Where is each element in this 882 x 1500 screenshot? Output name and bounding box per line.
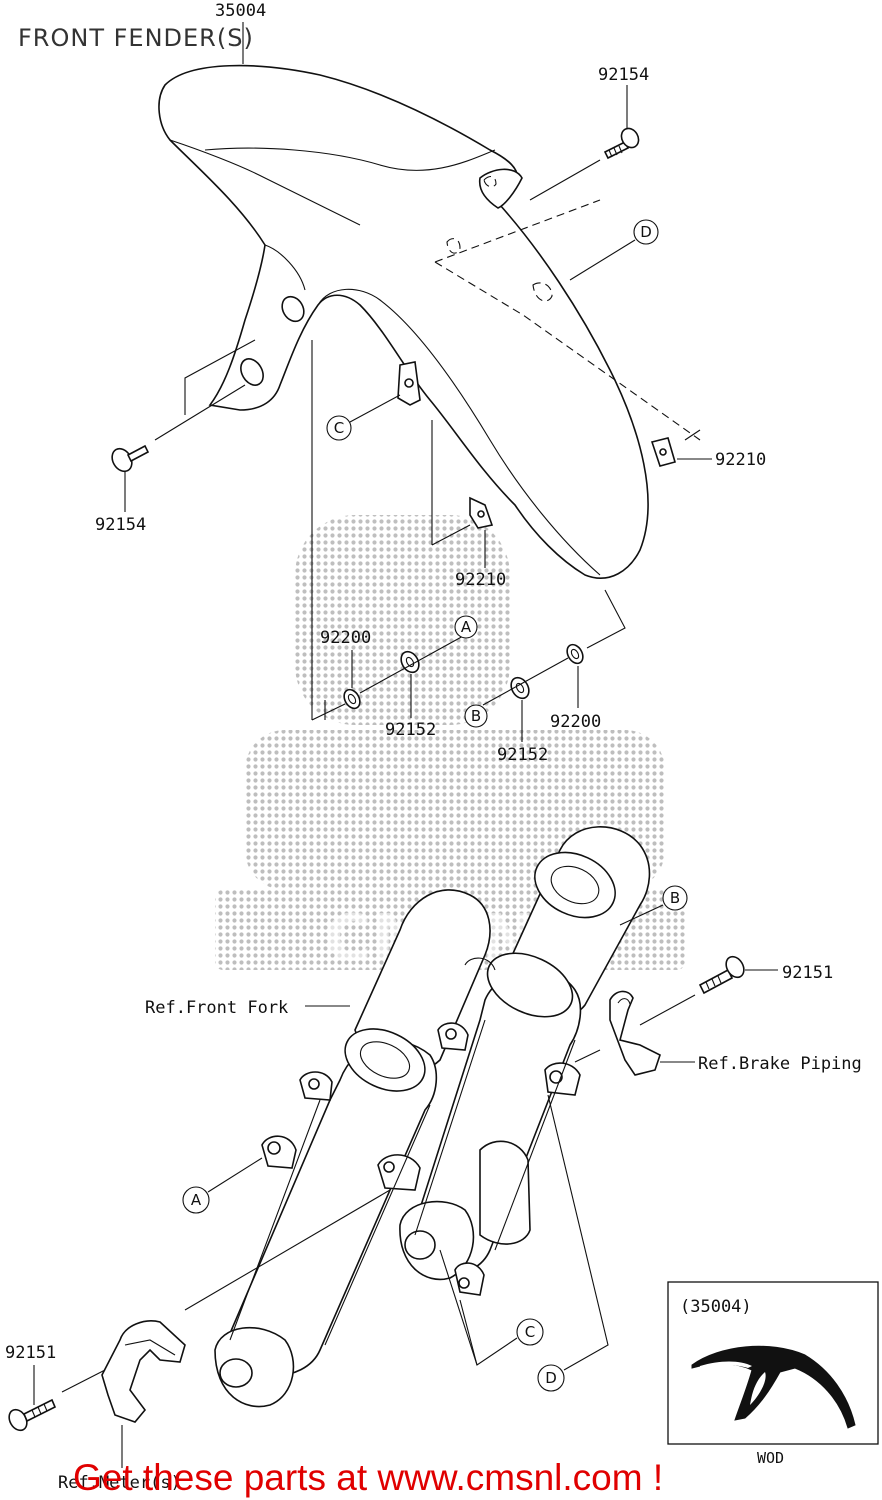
part-number-bolt-left[interactable]: 92151 [5,1343,56,1363]
screw-92154-left [111,444,150,473]
svg-text:C: C [525,1323,535,1341]
ref-meter-label[interactable]: Ref.Meter(s) [58,1473,181,1493]
part-number-clip-right[interactable]: 92210 [715,450,766,470]
inset-part-number[interactable]: (35004) [680,1297,752,1317]
svg-text:C: C [334,419,344,437]
ref-front-fork-label[interactable]: Ref.Front Fork [145,998,288,1018]
washer-92200-left [343,688,361,710]
brake-piping-clamp [609,990,661,1076]
callout-a-upper: A [454,615,478,639]
bolt-92151-left [8,1398,57,1432]
part-number-washer-left[interactable]: 92200 [320,628,371,648]
collar-92152-right [510,676,530,700]
front-fork-assembly [214,826,651,1408]
svg-text:B: B [471,707,481,725]
clip-92210-right [650,437,676,467]
clip-92210-center [469,496,494,529]
svg-text:D: D [640,223,652,241]
variant-inset: (35004) [667,1281,879,1445]
part-number-collar-left[interactable]: 92152 [385,720,436,740]
page-title: FRONT FENDER(S) [18,24,254,52]
washer-92200-right [566,643,584,665]
part-number-bolt-right[interactable]: 92151 [782,963,833,983]
part-number-screw-left[interactable]: 92154 [95,515,146,535]
svg-text:D: D [545,1369,557,1387]
svg-text:A: A [461,618,472,636]
part-number-collar-right[interactable]: 92152 [497,745,548,765]
screw-92154-top [603,127,640,160]
callout-a-lower: A [182,1186,210,1214]
part-number-washer-right[interactable]: 92200 [550,712,601,732]
callout-b-lower: B [662,885,688,911]
part-number-screw-top[interactable]: 92154 [598,65,649,85]
part-number-fender[interactable]: 35004 [215,1,266,21]
ref-brake-piping-label[interactable]: Ref.Brake Piping [698,1054,862,1074]
inset-fender-illustration [691,1345,856,1429]
callout-d-upper: D [633,219,659,245]
callout-c-upper: C [326,415,352,441]
promo-banner[interactable]: Get these parts at www.cmsnl.com ! [73,1457,663,1498]
callout-b-upper: B [464,704,488,728]
bolt-92151-right [698,955,745,995]
svg-text:B: B [670,889,680,907]
front-fender [158,64,649,579]
callout-c-lower: C [516,1318,544,1346]
collar-92152-left [400,650,420,674]
part-number-clip-center[interactable]: 92210 [455,570,506,590]
meter-bracket [101,1320,186,1423]
inset-caption: WOD [757,1449,784,1467]
callout-d-lower: D [537,1364,565,1392]
svg-text:A: A [191,1191,202,1209]
